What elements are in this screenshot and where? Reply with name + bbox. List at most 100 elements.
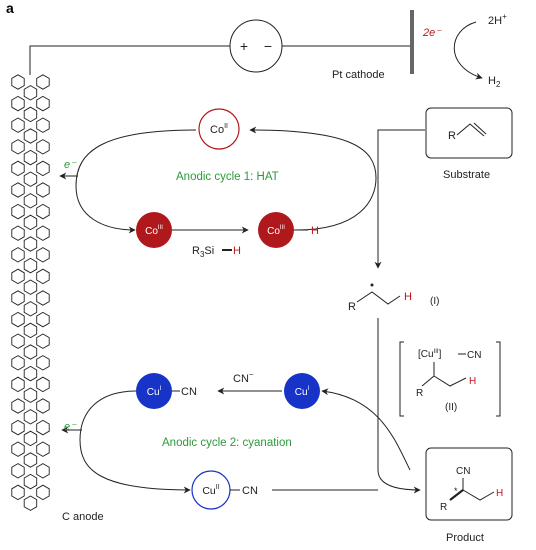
- lattice-hexagon: [36, 247, 50, 263]
- cyanide-reagent: CN−: [233, 370, 254, 385]
- lattice-hexagon: [23, 279, 38, 295]
- substrate-box: R: [425, 107, 513, 159]
- lattice-hexagon: [11, 290, 25, 306]
- lattice-hexagon: [11, 225, 25, 241]
- co3-node: CoIII: [136, 212, 172, 248]
- pt-cathode-plate: [410, 10, 414, 74]
- cu3-intermediate: [CuIII] CN R H (II): [399, 341, 501, 417]
- plus-sign: +: [240, 38, 248, 54]
- svg-text:CN: CN: [456, 466, 470, 477]
- main-pathway-arrow: [377, 318, 421, 494]
- lattice-hexagon: [23, 149, 38, 166]
- lattice-hexagon: [23, 452, 38, 468]
- svg-text:(II): (II): [445, 402, 457, 413]
- lattice-hexagon: [23, 322, 38, 339]
- lattice-hexagon: [36, 95, 50, 112]
- lattice-hexagon: [23, 106, 38, 123]
- lattice-hexagon: [36, 203, 50, 220]
- lattice-hexagon: [36, 139, 50, 155]
- lattice-hexagon: [23, 495, 38, 511]
- lattice-hexagon: [23, 236, 38, 252]
- lattice-hexagon: [36, 419, 50, 436]
- cycle2-title: Anodic cycle 2: cyanation: [162, 437, 292, 449]
- lattice-hexagon: [36, 117, 50, 133]
- svg-text:R: R: [448, 130, 456, 142]
- cycle1-arrows: [59, 126, 425, 269]
- svg-text:H: H: [404, 291, 412, 303]
- lattice-hexagon: [11, 355, 25, 371]
- svg-text:H: H: [469, 376, 476, 387]
- cu1-node: CuI: [284, 373, 320, 409]
- svg-text:[CuIII]: [CuIII]: [418, 349, 442, 360]
- lattice-hexagon: [23, 193, 38, 209]
- lattice-hexagon: [11, 376, 25, 393]
- lattice-hexagon: [11, 160, 25, 177]
- svg-text:CoII: CoII: [210, 123, 228, 136]
- silane-reagent: R3Si: [192, 245, 214, 259]
- lattice-hexagon: [11, 74, 25, 90]
- svg-text:CoIII: CoIII: [145, 225, 163, 237]
- hydrogen-evolution-arrow: [453, 21, 483, 80]
- lattice-hexagon: [23, 128, 38, 144]
- lattice-hexagon: [36, 333, 50, 349]
- lattice-hexagon: [36, 376, 50, 393]
- lattice-hexagon: [23, 171, 38, 187]
- lattice-hexagon: [11, 419, 25, 436]
- co2-node: CoII: [198, 108, 240, 150]
- lattice-hexagon: [23, 387, 38, 403]
- lattice-hexagon: [11, 333, 25, 349]
- svg-text:*: *: [454, 486, 458, 496]
- cu1-cn-node: CuI CN: [136, 373, 197, 409]
- carbon-anode-lattice: [11, 74, 50, 511]
- silane-hydrogen: H: [233, 245, 241, 257]
- lattice-hexagon: [11, 311, 25, 328]
- lattice-hexagon: [11, 484, 25, 501]
- coh-hydrogen: H: [311, 225, 319, 237]
- lattice-hexagon: [36, 268, 50, 285]
- svg-text:CN: CN: [467, 350, 481, 361]
- external-circuit: [29, 45, 412, 75]
- lattice-hexagon: [36, 441, 50, 457]
- lattice-hexagon: [36, 484, 50, 501]
- svg-text:CuI: CuI: [147, 386, 162, 398]
- svg-text:R: R: [440, 502, 447, 513]
- anode-label: C anode: [62, 511, 104, 523]
- lattice-hexagon: [11, 203, 25, 220]
- lattice-hexagon: [11, 182, 25, 198]
- lattice-hexagon: [23, 301, 38, 317]
- lattice-hexagon: [23, 344, 38, 360]
- minus-sign: −: [264, 38, 272, 54]
- cycle2-electron: e⁻: [64, 421, 77, 433]
- lattice-hexagon: [36, 311, 50, 328]
- lattice-hexagon: [23, 365, 38, 382]
- lattice-hexagon: [36, 463, 50, 479]
- svg-text:R: R: [348, 301, 356, 313]
- lattice-hexagon: [23, 473, 38, 490]
- lattice-hexagon: [23, 257, 38, 274]
- svg-text:R: R: [416, 388, 423, 399]
- lattice-hexagon: [11, 139, 25, 155]
- svg-text:CoIII: CoIII: [267, 225, 285, 237]
- lattice-hexagon: [11, 95, 25, 112]
- radical-structure: R H (I): [348, 283, 439, 313]
- cycle2-arrows: [61, 387, 411, 494]
- lattice-hexagon: [11, 247, 25, 263]
- cycle1-electron: e⁻: [64, 159, 77, 171]
- svg-text:CuI: CuI: [295, 386, 310, 398]
- product-label: Product: [446, 532, 484, 544]
- svg-text:CuII: CuII: [202, 484, 219, 497]
- power-supply: + −: [229, 19, 283, 73]
- substrate-label: Substrate: [443, 169, 490, 181]
- product-box: CN * R H: [425, 447, 513, 521]
- lattice-hexagon: [23, 214, 38, 231]
- lattice-hexagon: [36, 355, 50, 371]
- lattice-hexagon: [36, 160, 50, 177]
- lattice-hexagon: [11, 117, 25, 133]
- panel-label: a: [6, 0, 14, 16]
- lattice-hexagon: [23, 85, 38, 101]
- svg-text:H: H: [496, 488, 503, 499]
- lattice-hexagon: [23, 409, 38, 425]
- hydrogen-label: H2: [488, 75, 501, 89]
- cycle1-title: Anodic cycle 1: HAT: [176, 171, 279, 183]
